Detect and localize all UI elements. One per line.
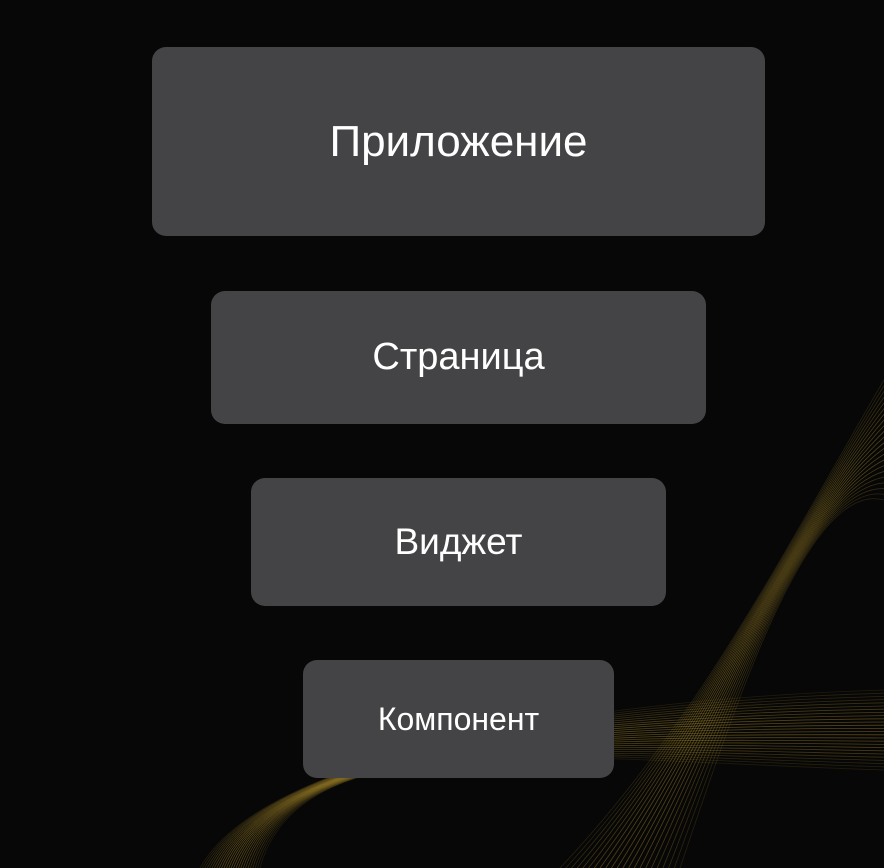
layer-box-component: Компонент [303,660,614,778]
wave-line-right [582,402,884,868]
wave-line-right [622,442,884,868]
layer-label-component: Компонент [377,700,540,737]
layer-box-app: Приложение [152,47,765,236]
wave-line-right [668,488,884,868]
wave-line-right [673,493,884,868]
wave-line-right [599,419,884,868]
wave-line-right [588,408,884,868]
wave-line-right [593,414,884,868]
wave-line-right [576,396,884,868]
wave-line-right [651,471,884,868]
wave-line-right [662,482,884,868]
wave-line-right [645,465,884,868]
wave-line-right [679,498,884,868]
wave-line-right [628,448,884,868]
wave-line-right [605,425,884,868]
wave-line-right [633,453,884,868]
layer-label-app: Приложение [329,116,588,166]
layer-label-widget: Виджет [394,521,523,562]
wave-line-right [639,459,884,868]
wave-line-right [559,379,884,868]
wave-line-right [611,431,884,868]
wave-line-right [656,476,884,868]
layer-label-page: Страница [372,336,545,378]
wave-line-right [565,385,884,868]
layer-box-widget: Виджет [251,478,666,606]
wave-line-right [571,391,884,868]
layer-box-page: Страница [211,291,706,424]
wave-line-right [616,436,884,868]
